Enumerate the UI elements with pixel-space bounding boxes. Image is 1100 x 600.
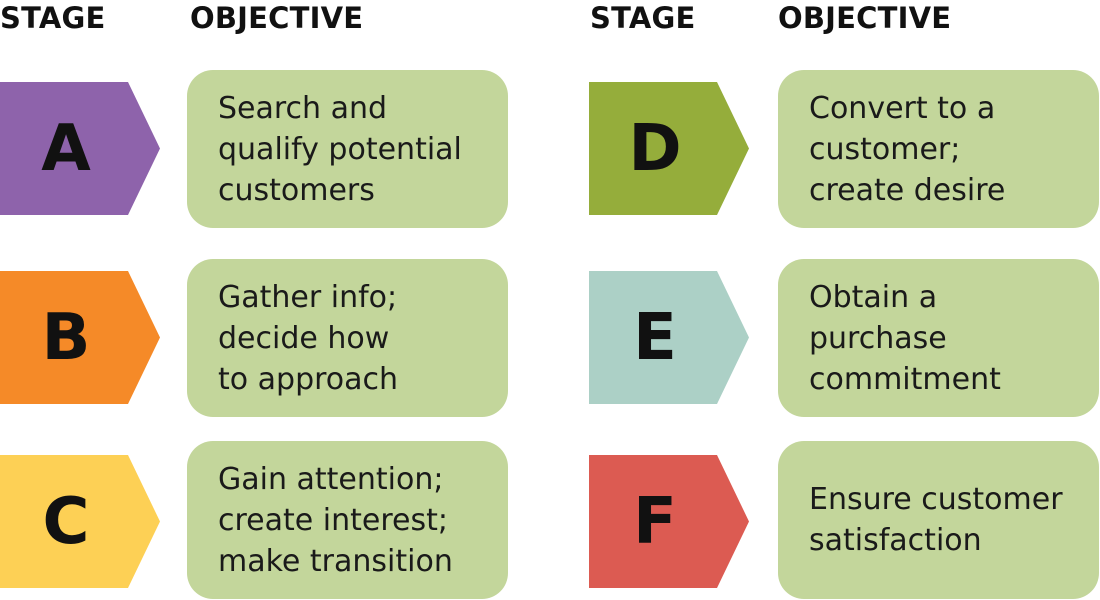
header-objective-left: OBJECTIVE	[190, 1, 364, 35]
header-objective-right: OBJECTIVE	[778, 1, 952, 35]
objective-d-line: create desire	[809, 172, 1006, 208]
stage-b-arrow: B	[0, 271, 160, 404]
stage-f-letter: F	[633, 484, 677, 559]
objective-b-line: Gather info;	[218, 279, 398, 315]
objective-b-line: decide how	[218, 320, 390, 356]
stage-f-arrow: F	[589, 455, 749, 588]
objective-e-line: Obtain a	[809, 279, 938, 315]
objective-f-line: Ensure customer	[809, 482, 1063, 517]
objective-c-line: create interest;	[218, 502, 448, 538]
stage-d-letter: D	[628, 111, 682, 186]
objective-c-box: Gain attention; create interest; make tr…	[187, 441, 508, 599]
objective-a-line: qualify potential	[218, 131, 462, 167]
objective-b-line: to approach	[218, 361, 399, 397]
objective-d-line: customer;	[809, 131, 961, 167]
objective-f-box: Ensure customer satisfaction	[778, 441, 1099, 599]
stage-a-letter: A	[41, 111, 91, 186]
stage-e-letter: E	[633, 300, 677, 375]
objective-e-line: purchase	[809, 320, 947, 356]
stage-e-arrow: E	[589, 271, 749, 404]
objective-a-line: Search and	[218, 90, 388, 126]
objective-d-box: Convert to a customer; create desire	[778, 70, 1099, 228]
stage-a-arrow: A	[0, 82, 160, 215]
stage-d-arrow: D	[589, 82, 749, 215]
objective-f-line: satisfaction	[809, 523, 982, 558]
objective-b-box: Gather info; decide how to approach	[187, 259, 508, 417]
header-stage-right: STAGE	[590, 1, 696, 35]
objective-e-box: Obtain a purchase commitment	[778, 259, 1099, 417]
stage-c-letter: C	[42, 484, 90, 559]
stage-c-arrow: C	[0, 455, 160, 588]
objective-e-line: commitment	[809, 361, 1001, 397]
objective-a-box: Search and qualify potential customers	[187, 70, 508, 228]
stage-b-letter: B	[41, 300, 91, 375]
objective-c-line: make transition	[218, 543, 453, 579]
objective-c-line: Gain attention;	[218, 461, 444, 497]
header-stage-left: STAGE	[0, 1, 106, 35]
objective-a-line: customers	[218, 172, 375, 208]
objective-d-line: Convert to a	[809, 90, 996, 126]
